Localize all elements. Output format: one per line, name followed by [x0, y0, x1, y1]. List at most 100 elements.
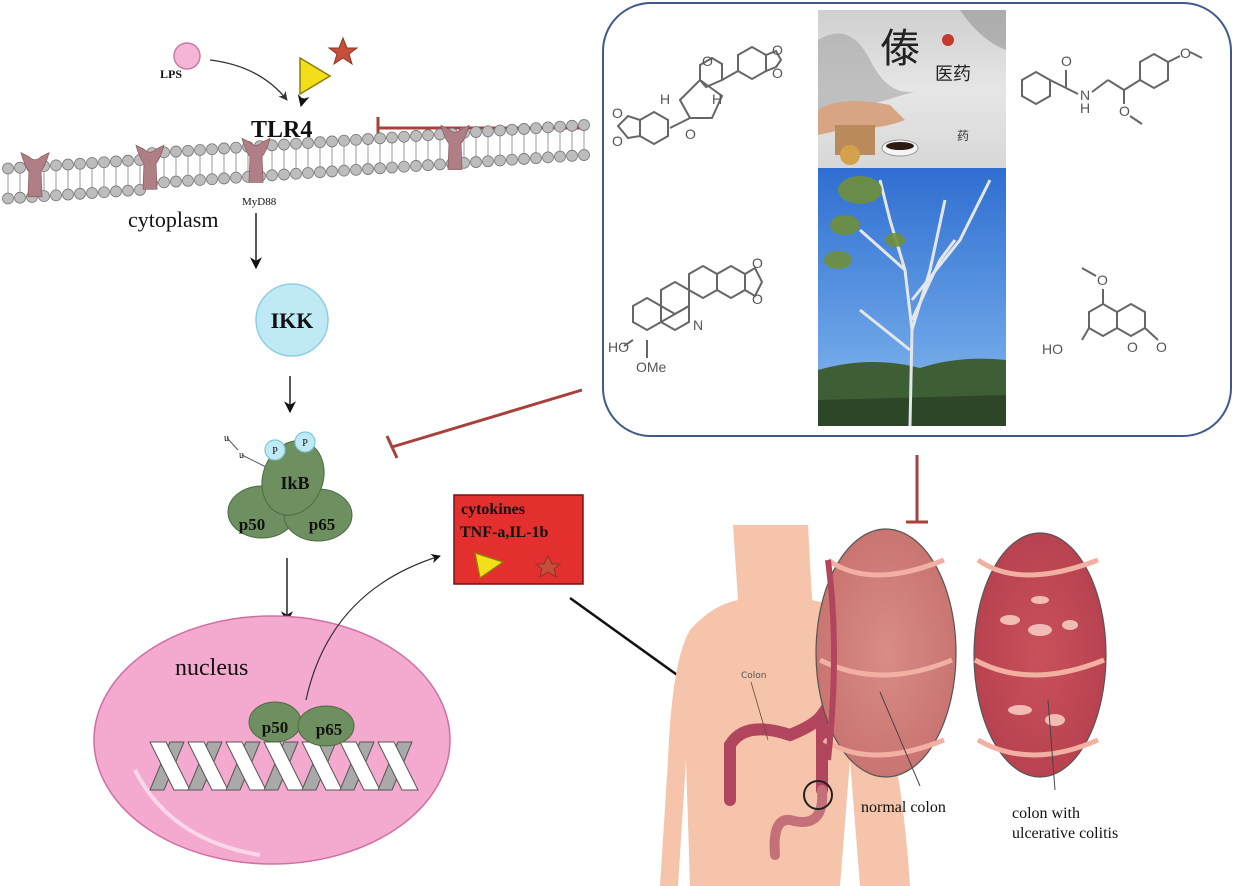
- svg-text:HO: HO: [1042, 341, 1063, 357]
- cytoplasm-label: cytoplasm: [128, 207, 218, 232]
- cytokine-star-icon: [534, 554, 562, 579]
- tlr4-label: TLR4: [251, 117, 312, 143]
- phospho-1: [264, 439, 286, 461]
- svg-text:H: H: [660, 91, 670, 107]
- cell-membrane: [2, 119, 590, 205]
- membrane-lipid: [50, 189, 62, 202]
- membrane-lipid: [218, 172, 230, 185]
- membrane-lipid: [110, 185, 122, 198]
- membrane-lipid: [398, 160, 410, 173]
- medicine-caption: 药: [957, 129, 969, 143]
- membrane-lipid: [386, 131, 398, 144]
- colon-label: Colon: [741, 671, 767, 681]
- svg-text:O: O: [612, 105, 623, 121]
- svg-text:O: O: [1119, 103, 1130, 119]
- membrane-lipid: [482, 125, 494, 138]
- dai-medicine-image: 傣 医药 药: [818, 10, 1006, 168]
- svg-text:O: O: [702, 53, 713, 69]
- membrane-lipid: [62, 188, 74, 201]
- membrane-lipid: [578, 119, 590, 131]
- membrane-lipid: [326, 165, 338, 178]
- svg-text:O: O: [685, 126, 696, 142]
- membrane-lipid: [302, 167, 314, 179]
- nucleus-label: nucleus: [175, 655, 248, 681]
- membrane-lipid: [62, 158, 74, 171]
- membrane-lipid: [374, 132, 386, 145]
- myd88-label: MyD88: [242, 196, 277, 208]
- compound-1-structure: O O O O H H O O: [612, 42, 783, 149]
- membrane-lipid: [98, 156, 110, 169]
- nucleus-p50-label: p50: [262, 718, 288, 737]
- membrane-lipid: [362, 133, 374, 145]
- compound-2-structure: O N H O O: [1021, 45, 1203, 125]
- membrane-lipid: [194, 144, 206, 156]
- ubiquitin-label-1: u: [224, 433, 229, 444]
- membrane-lipid: [206, 173, 218, 186]
- membrane-lipid: [230, 141, 242, 154]
- phospho-label-2: P: [302, 438, 308, 449]
- svg-text:OMe: OMe: [636, 359, 667, 375]
- svg-text:O: O: [1097, 272, 1108, 288]
- membrane-lipid: [230, 171, 242, 184]
- membrane-lipid: [566, 119, 578, 132]
- ubiquitin-label-2: u: [239, 450, 244, 461]
- svg-text:O: O: [772, 42, 783, 58]
- membrane-lipid: [482, 155, 494, 168]
- inhibition-ikb: [385, 388, 583, 459]
- membrane-lipid: [350, 133, 362, 146]
- svg-text:N: N: [1080, 87, 1090, 103]
- medicine-text: 医药: [935, 64, 971, 85]
- membrane-lipid: [218, 142, 230, 155]
- ikb-label: IkB: [280, 473, 309, 493]
- p65-label: p65: [309, 515, 335, 534]
- dna-helix: [149, 741, 419, 791]
- lps-molecule: [173, 42, 201, 70]
- lps-label: LPS: [160, 67, 182, 81]
- membrane-lipid: [518, 123, 530, 135]
- membrane-lipid: [290, 137, 302, 150]
- membrane-lipid: [194, 174, 206, 186]
- p50-label: p50: [239, 515, 265, 534]
- membrane-lipid: [266, 169, 278, 182]
- membrane-lipid: [386, 161, 398, 174]
- membrane-lipid: [278, 138, 290, 151]
- tlr4-receptor: [241, 137, 271, 183]
- membrane-lipid: [14, 161, 26, 174]
- cytokine-triangle-icon: [474, 552, 505, 580]
- membrane-lipid: [410, 130, 422, 142]
- membrane-lipid: [158, 176, 170, 189]
- ligand-arrow: [297, 94, 310, 108]
- membrane-lipid: [374, 162, 386, 175]
- membrane-lipid: [302, 137, 314, 149]
- membrane-lipid: [314, 136, 326, 149]
- membrane-lipid: [542, 121, 554, 134]
- svg-text:O: O: [752, 255, 763, 271]
- svg-text:N: N: [693, 317, 703, 333]
- membrane-lipid: [338, 134, 350, 147]
- normal-colon-view: [815, 528, 957, 787]
- nucleus-highlight: [133, 769, 261, 857]
- membrane-lipid: [314, 166, 326, 179]
- membrane-lipid: [494, 124, 506, 137]
- membrane-lipid: [434, 158, 446, 171]
- membrane-lipid: [122, 184, 134, 197]
- svg-text:O: O: [1061, 53, 1072, 69]
- membrane-lipid: [422, 129, 434, 142]
- membrane-lipid: [494, 154, 506, 167]
- membrane-lipid: [530, 122, 542, 135]
- membrane-lipid: [2, 162, 14, 175]
- tree-photo: [818, 168, 1006, 427]
- membrane-lipid: [470, 126, 482, 138]
- membrane-lipid: [206, 143, 218, 156]
- svg-text:O: O: [612, 133, 623, 149]
- ikb-complex: u u P P IkB p50 p65: [224, 431, 353, 542]
- cytokines-title: cytokines: [461, 501, 525, 518]
- svg-text:HO: HO: [608, 339, 629, 355]
- uc-colon-label-1: colon with: [1012, 805, 1080, 822]
- dna-strand: [377, 741, 419, 791]
- membrane-lipid: [398, 130, 410, 143]
- membrane-lipid: [110, 155, 122, 168]
- membrane-lipid: [578, 149, 590, 161]
- membrane-lipid: [506, 153, 518, 166]
